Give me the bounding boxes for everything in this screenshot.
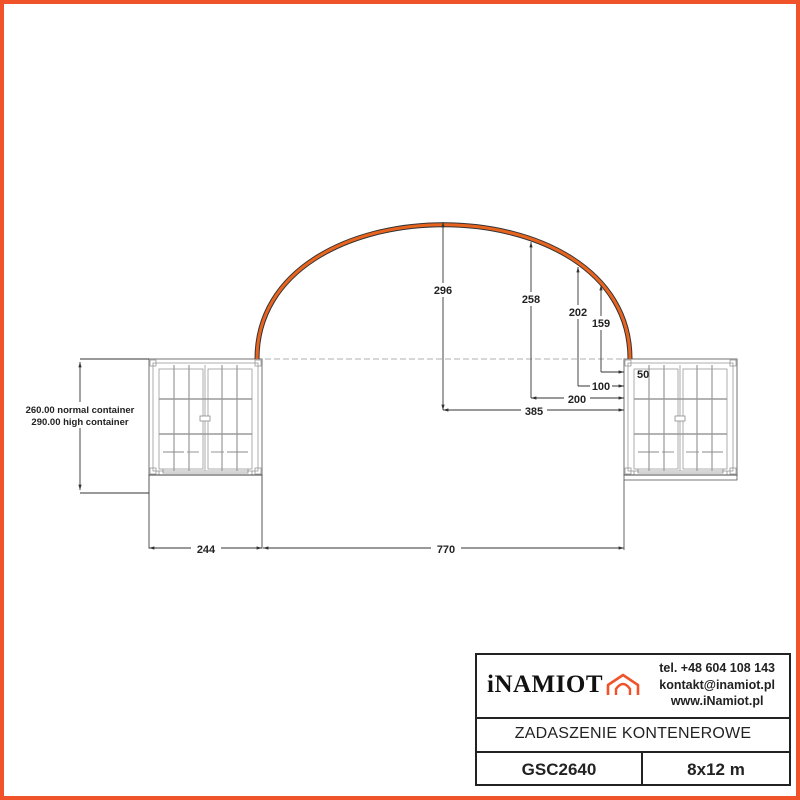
title-block-footer: GSC2640 8x12 m bbox=[477, 753, 789, 786]
label-100: 100 bbox=[592, 381, 610, 393]
note-normal-container: 260.00 normal container bbox=[26, 405, 135, 416]
contact-website: www.iNamiot.pl bbox=[670, 694, 764, 708]
model-code: GSC2640 bbox=[477, 753, 643, 786]
note-high-container: 290.00 high container bbox=[31, 417, 128, 428]
label-296: 296 bbox=[434, 285, 452, 297]
label-385: 385 bbox=[525, 406, 543, 418]
contact-email: kontakt@inamiot.pl bbox=[659, 677, 775, 692]
label-244: 244 bbox=[197, 544, 216, 556]
tent-icon bbox=[606, 673, 640, 695]
product-size: 8x12 m bbox=[687, 759, 745, 779]
label-202: 202 bbox=[569, 307, 587, 319]
label-50: 50 bbox=[637, 369, 649, 381]
left-container bbox=[148, 358, 263, 549]
label-200: 200 bbox=[568, 394, 586, 406]
product-name: ZADASZENIE KONTENEROWE bbox=[477, 717, 789, 753]
right-container bbox=[623, 358, 738, 481]
brand-logo: iNAMIOT bbox=[487, 671, 640, 699]
title-block: iNAMIOT tel. +48 604 108 143 kontakt@ina… bbox=[475, 653, 791, 786]
label-159: 159 bbox=[592, 318, 610, 330]
label-258: 258 bbox=[522, 294, 540, 306]
contact-phone: tel. +48 604 108 143 bbox=[659, 661, 775, 675]
logo-text: iNAMIOT bbox=[487, 671, 603, 698]
title-block-header: iNAMIOT tel. +48 604 108 143 kontakt@ina… bbox=[477, 655, 789, 719]
label-770: 770 bbox=[437, 544, 455, 556]
contact-info: tel. +48 604 108 143 kontakt@inamiot.pl … bbox=[659, 660, 775, 710]
